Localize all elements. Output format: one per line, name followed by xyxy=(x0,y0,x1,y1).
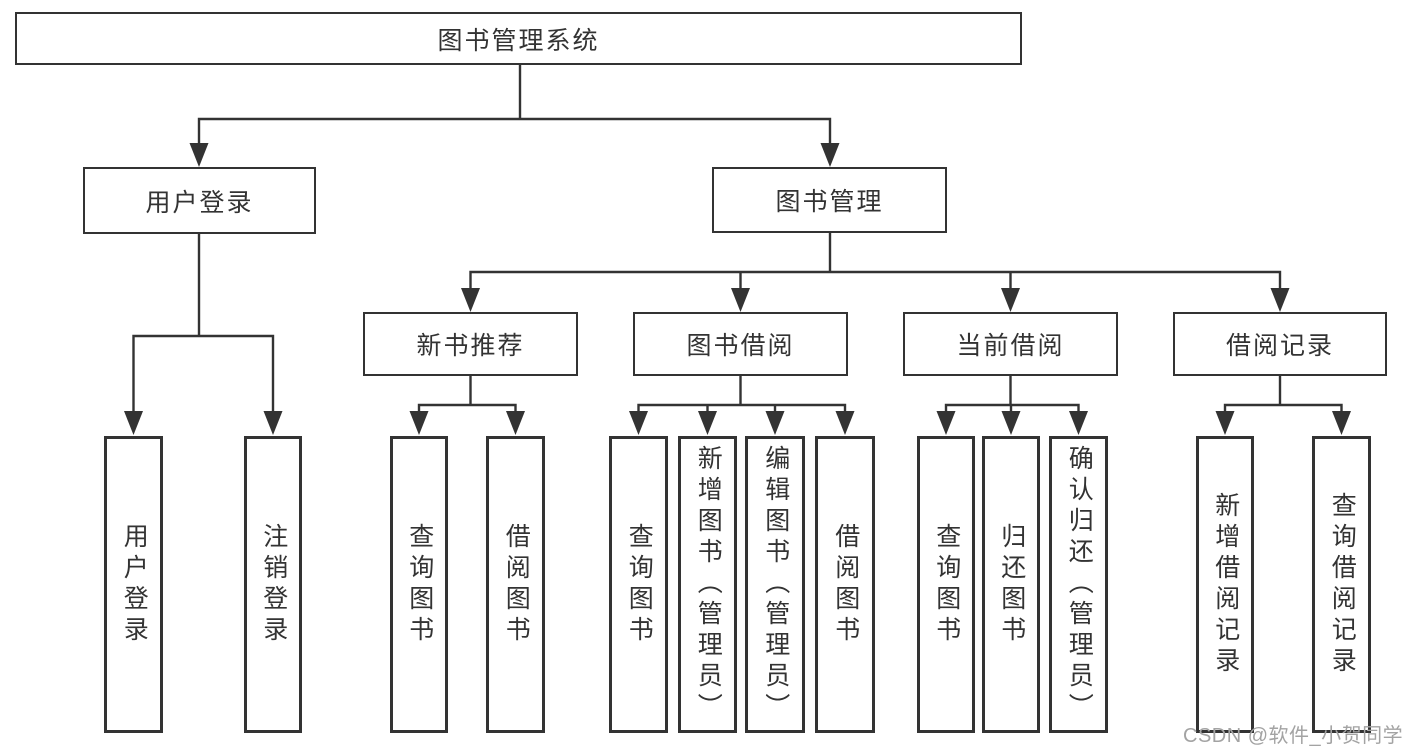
leaf-bb-query-books: 查询图书 xyxy=(609,436,668,733)
node-user-login-group: 用户登录 xyxy=(83,167,316,234)
node-label: 归还图书 xyxy=(997,522,1026,647)
node-label: 图书管理 xyxy=(775,188,884,216)
node-label: 注销登录 xyxy=(259,522,288,647)
connector-book-management-to-level3 xyxy=(461,231,1290,312)
node-label: 查询图书 xyxy=(405,522,434,647)
leaf-cb-confirm-return-admin: 确认归还（管理员） xyxy=(1049,436,1108,733)
node-label: 新增图书（管理员） xyxy=(694,445,723,724)
node-label: 新书推荐 xyxy=(416,332,525,360)
leaf-nb-query-books: 查询图书 xyxy=(390,436,448,733)
node-borrowing-records: 借阅记录 xyxy=(1173,312,1387,376)
connector-new-book-recommend-to-leaves xyxy=(409,374,525,435)
node-label: 图书管理系统 xyxy=(437,26,600,55)
connector-user-login-to-leaves xyxy=(124,232,283,435)
connector-current-borrowing-to-leaves xyxy=(936,374,1088,435)
node-label: 用户登录 xyxy=(145,188,254,217)
leaf-cb-query-books: 查询图书 xyxy=(917,436,975,733)
node-label: 用户登录 xyxy=(120,522,149,647)
csdn-watermark: CSDN @软件_小贺同学 xyxy=(1183,725,1404,747)
node-label: 借阅记录 xyxy=(1225,332,1334,360)
node-label: 确认归还（管理员） xyxy=(1065,445,1094,724)
leaf-bb-edit-books-admin: 编辑图书（管理员） xyxy=(745,436,805,733)
node-label: 查询图书 xyxy=(932,522,961,647)
leaf-nb-borrow-books: 借阅图书 xyxy=(486,436,545,733)
node-new-book-recommend: 新书推荐 xyxy=(363,312,578,376)
node-label: 查询图书 xyxy=(625,522,654,647)
node-label: 当前借阅 xyxy=(956,332,1065,360)
leaf-cb-return-books: 归还图书 xyxy=(982,436,1040,733)
leaf-bb-add-books-admin: 新增图书（管理员） xyxy=(678,436,737,733)
leaf-br-add-record: 新增借阅记录 xyxy=(1196,436,1254,733)
node-library-management-system: 图书管理系统 xyxy=(15,12,1022,65)
node-label: 借阅图书 xyxy=(831,522,860,647)
leaf-br-query-record: 查询借阅记录 xyxy=(1312,436,1371,733)
node-book-management: 图书管理 xyxy=(712,167,947,233)
node-book-borrowing: 图书借阅 xyxy=(633,312,848,376)
connector-book-borrowing-to-leaves xyxy=(629,374,855,435)
node-current-borrowing: 当前借阅 xyxy=(903,312,1118,376)
leaf-user-login: 用户登录 xyxy=(104,436,163,733)
leaf-logout: 注销登录 xyxy=(244,436,302,733)
node-label: 查询借阅记录 xyxy=(1328,491,1357,678)
node-label: 新增借阅记录 xyxy=(1211,491,1240,678)
node-label: 借阅图书 xyxy=(502,522,531,647)
connector-borrowing-records-to-leaves xyxy=(1215,374,1351,435)
connector-root-to-level2 xyxy=(189,63,840,167)
leaf-bb-borrow-books: 借阅图书 xyxy=(815,436,875,733)
node-label: 编辑图书（管理员） xyxy=(761,445,790,724)
node-label: 图书借阅 xyxy=(686,332,795,360)
